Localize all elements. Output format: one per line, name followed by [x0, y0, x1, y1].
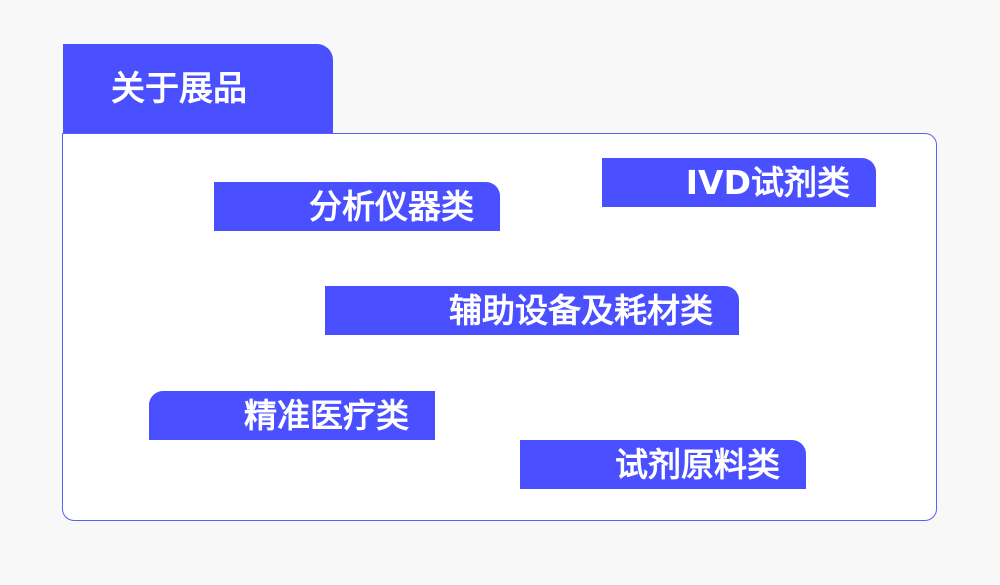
category-ivd-reagents[interactable]: IVD试剂类 — [602, 158, 876, 207]
category-analytical-instruments[interactable]: 分析仪器类 — [214, 182, 500, 231]
category-auxiliary-equipment[interactable]: 辅助设备及耗材类 — [325, 286, 739, 335]
category-precision-medicine[interactable]: 精准医疗类 — [149, 391, 435, 440]
category-reagent-raw-materials[interactable]: 试剂原料类 — [520, 440, 806, 489]
section-title-tab: 关于展品 — [63, 44, 333, 134]
